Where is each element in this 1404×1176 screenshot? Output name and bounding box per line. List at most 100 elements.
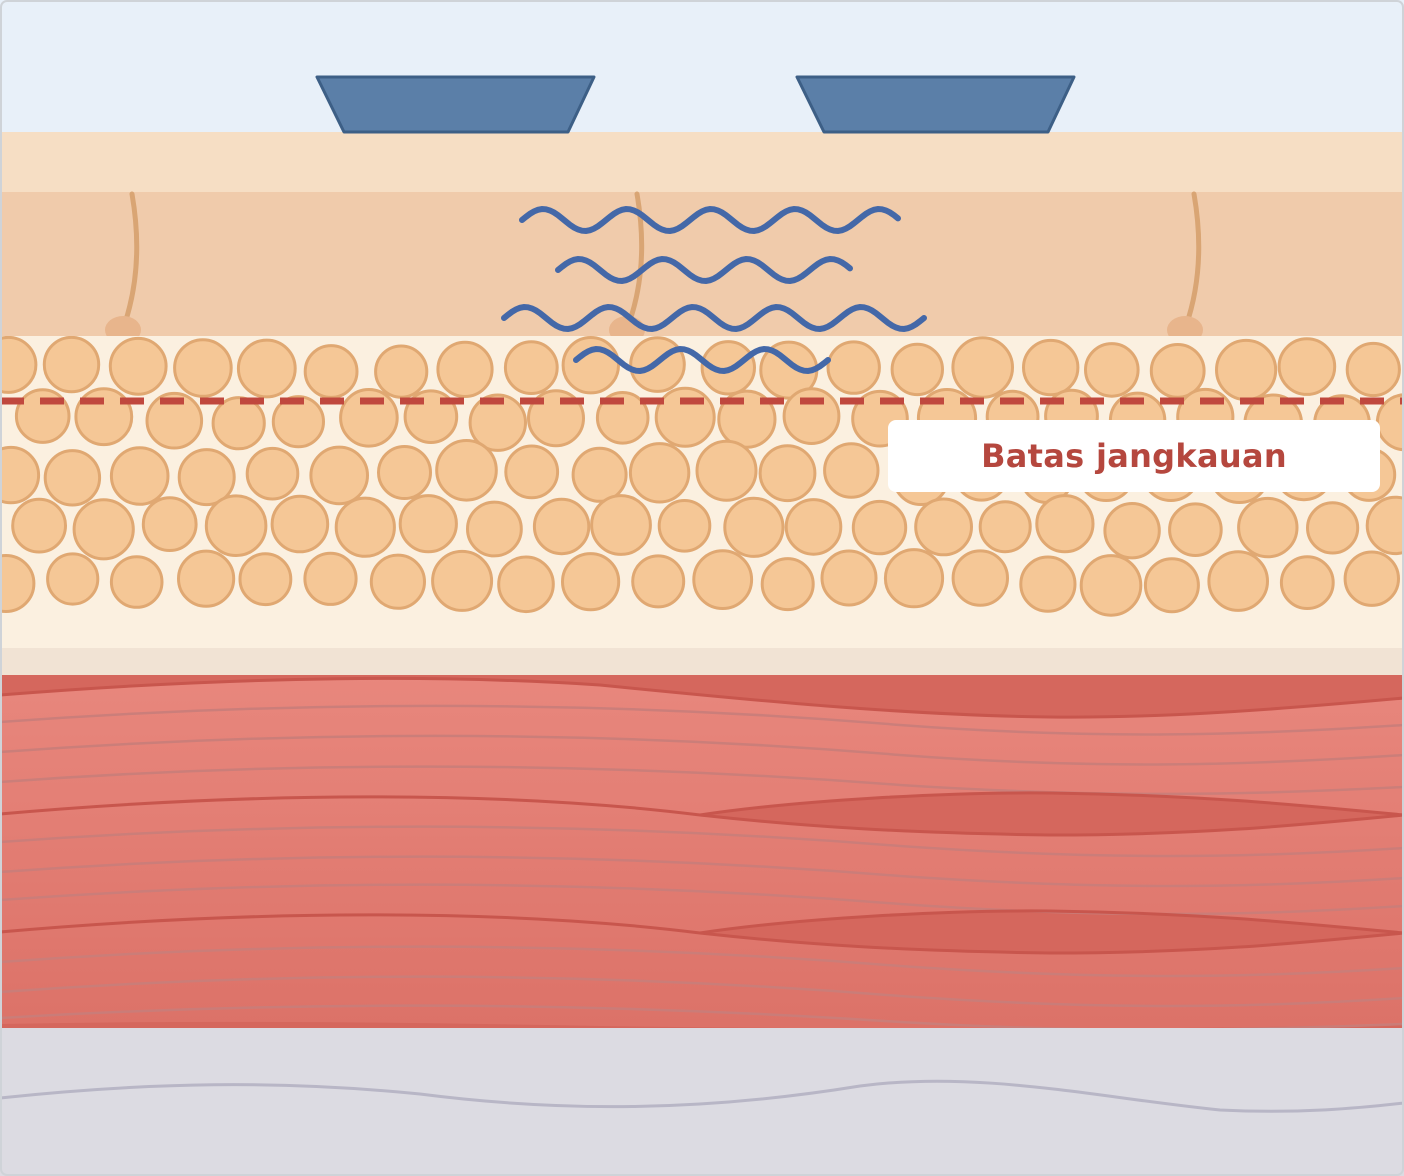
fat-cell <box>1215 338 1278 402</box>
fat-cell <box>74 387 134 447</box>
bone-layer <box>0 1028 1404 1176</box>
fat-cell <box>692 549 754 610</box>
fat-cell <box>1365 495 1404 556</box>
fat-cell <box>1279 555 1335 610</box>
reach-label: Batas jangkauan <box>981 437 1287 475</box>
fat-cell <box>851 499 908 556</box>
fat-cell <box>631 554 686 609</box>
fat-cell <box>654 386 716 448</box>
fat-cell <box>723 496 785 558</box>
air-layer <box>0 0 1404 132</box>
probe-left <box>315 75 596 134</box>
fat-cell <box>782 387 841 446</box>
fat-cell <box>177 549 236 608</box>
fat-cell <box>46 552 100 606</box>
muscle-layer <box>0 675 1404 1028</box>
fat-cell <box>43 449 102 507</box>
fat-cell <box>238 552 293 607</box>
fat-cell <box>204 494 268 558</box>
fat-cell <box>820 549 878 607</box>
epidermis-layer <box>0 132 1404 192</box>
fat-cell <box>177 448 236 507</box>
fat-cell <box>1345 341 1401 398</box>
fat-cell <box>303 344 359 399</box>
fat-cell <box>823 442 880 499</box>
fat-cell <box>374 344 429 399</box>
fat-cell <box>72 498 135 561</box>
bone-line <box>0 1079 1404 1113</box>
fat-cell <box>561 552 621 612</box>
fat-cell <box>309 445 370 506</box>
fat-cell <box>695 439 758 502</box>
fat-cell <box>784 498 843 556</box>
fat-cell <box>431 549 494 612</box>
wave-line <box>573 345 831 375</box>
fat-cell <box>0 445 41 505</box>
fat-cell <box>760 557 815 612</box>
fat-cell <box>436 340 494 398</box>
fat-cell <box>468 393 527 452</box>
fat-cell <box>978 500 1032 554</box>
fat-cell <box>657 499 712 553</box>
fascia-layer <box>0 648 1404 675</box>
fat-cell <box>303 551 358 606</box>
fat-cell <box>1035 494 1095 554</box>
fat-cell <box>503 340 559 396</box>
fat-cell <box>1019 555 1077 613</box>
fat-cell <box>1149 343 1206 399</box>
fat-cell <box>914 497 973 557</box>
fat-cell <box>571 446 628 503</box>
fat-cell <box>532 497 591 556</box>
probe-right <box>795 75 1076 134</box>
fat-cell <box>1277 337 1337 396</box>
fat-cell <box>1021 338 1080 397</box>
fat-cell <box>270 494 330 554</box>
fat-cell <box>236 338 297 399</box>
muscle-bundles-dark <box>0 675 1404 1028</box>
fat-cell <box>141 496 198 552</box>
muscle-bundle-borders <box>0 676 1404 955</box>
fat-cell <box>1084 342 1140 398</box>
fat-cell <box>951 336 1015 399</box>
fat-cell <box>1237 496 1299 559</box>
fat-cell <box>590 494 652 556</box>
fat-cell <box>0 336 38 394</box>
fat-cell <box>1079 554 1143 617</box>
fat-cell <box>271 395 325 449</box>
hair-follicles <box>121 191 1202 329</box>
wave-line <box>501 303 927 333</box>
muscle-fibers <box>0 704 1404 1028</box>
fat-cell <box>826 340 881 395</box>
fat-cell <box>504 444 560 500</box>
fat-cell <box>595 391 650 445</box>
fat-cell <box>1143 557 1200 614</box>
fat-cell <box>951 549 1009 607</box>
fat-cell <box>108 336 168 396</box>
fat-cell <box>109 555 164 609</box>
fat-cell <box>211 396 266 451</box>
fat-cell <box>42 336 101 394</box>
fat-cell <box>435 439 498 502</box>
fat-cell <box>245 446 300 501</box>
fat-cell <box>1168 502 1223 558</box>
fat-cell <box>890 342 944 397</box>
wave-line <box>555 255 853 285</box>
fat-cell <box>758 444 817 503</box>
fat-cell <box>561 336 620 395</box>
fat-cell <box>1207 550 1269 612</box>
fat-cell <box>377 445 432 500</box>
fat-cell <box>883 548 945 609</box>
fat-cell <box>1103 502 1161 560</box>
fat-cell <box>1343 550 1401 607</box>
fat-cell <box>398 494 458 554</box>
fat-cell <box>497 555 555 614</box>
fat-cell <box>0 554 36 613</box>
wave-line <box>519 205 901 235</box>
fat-cell <box>717 389 777 449</box>
ultrasound-waves <box>501 205 927 375</box>
fat-cell <box>334 496 396 558</box>
fat-cell <box>466 500 523 558</box>
